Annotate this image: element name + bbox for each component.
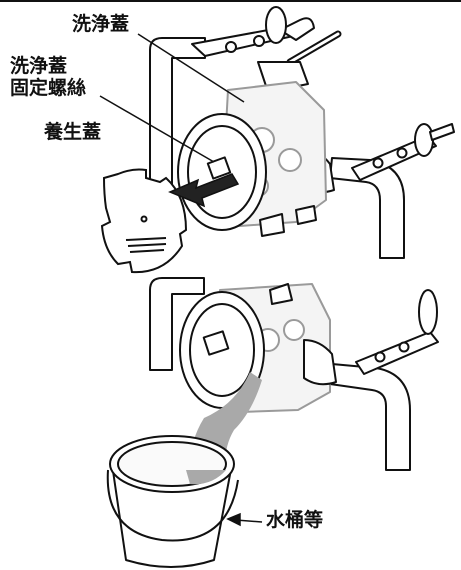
- label-lid-screw: 洗浄蓋 固定螺絲: [10, 55, 87, 100]
- bottom-right-bracket: [355, 331, 439, 375]
- bolt: [225, 41, 237, 53]
- plate-hole: [140, 215, 148, 223]
- label-water-bucket: 水桶等: [266, 509, 324, 531]
- removal-arrow: [168, 173, 240, 208]
- label-lid-screw-line2: 固定螺絲: [10, 76, 87, 99]
- top-handle: [279, 17, 315, 41]
- bolt: [374, 351, 386, 363]
- bottom-right-pipe: [329, 363, 411, 471]
- bottom-fitting: [295, 205, 317, 225]
- top-fitting: [269, 283, 293, 305]
- bolt: [396, 147, 408, 159]
- port-latch: [202, 330, 230, 356]
- right-handle-wheel: [414, 123, 434, 157]
- plate-hatch: [129, 249, 165, 253]
- bolt: [253, 35, 265, 47]
- bucket-body: [111, 463, 233, 568]
- leader-lid-screw: [99, 95, 215, 163]
- bucket-leader: [226, 512, 263, 527]
- lid-screw: [206, 156, 232, 180]
- label-protective-lid: 養生蓋: [44, 121, 102, 143]
- bolt: [398, 341, 410, 353]
- bottom-right-wheel: [418, 289, 438, 335]
- top-left-pipe: [149, 37, 206, 201]
- protective-lid-plate: [100, 168, 188, 274]
- water-bucket: [106, 435, 239, 568]
- bottom-left-pipe: [149, 277, 205, 371]
- bottom-fitting: [259, 213, 285, 237]
- leader-cleaning-lid: [137, 33, 245, 103]
- water-in-bucket: [186, 470, 226, 485]
- body-port: [278, 148, 302, 172]
- bucket-handle: [106, 469, 239, 542]
- right-handle: [429, 123, 455, 141]
- top-valve-assembly: [149, 6, 455, 259]
- bottom-valve-assembly: [149, 277, 439, 471]
- plate-hatch: [125, 237, 167, 241]
- label-lid-screw-line1: 洗浄蓋: [10, 55, 68, 77]
- leader-lines: [99, 33, 245, 163]
- bolt: [372, 157, 384, 169]
- label-cleaning-lid: 洗浄蓋: [72, 13, 130, 35]
- plate-hatch: [127, 243, 167, 247]
- handle-wheel: [265, 6, 287, 44]
- body-port: [283, 319, 305, 341]
- threaded-rod-core: [288, 32, 340, 64]
- top-right-pipe: [329, 157, 405, 259]
- bottom-right-connector: [303, 339, 337, 386]
